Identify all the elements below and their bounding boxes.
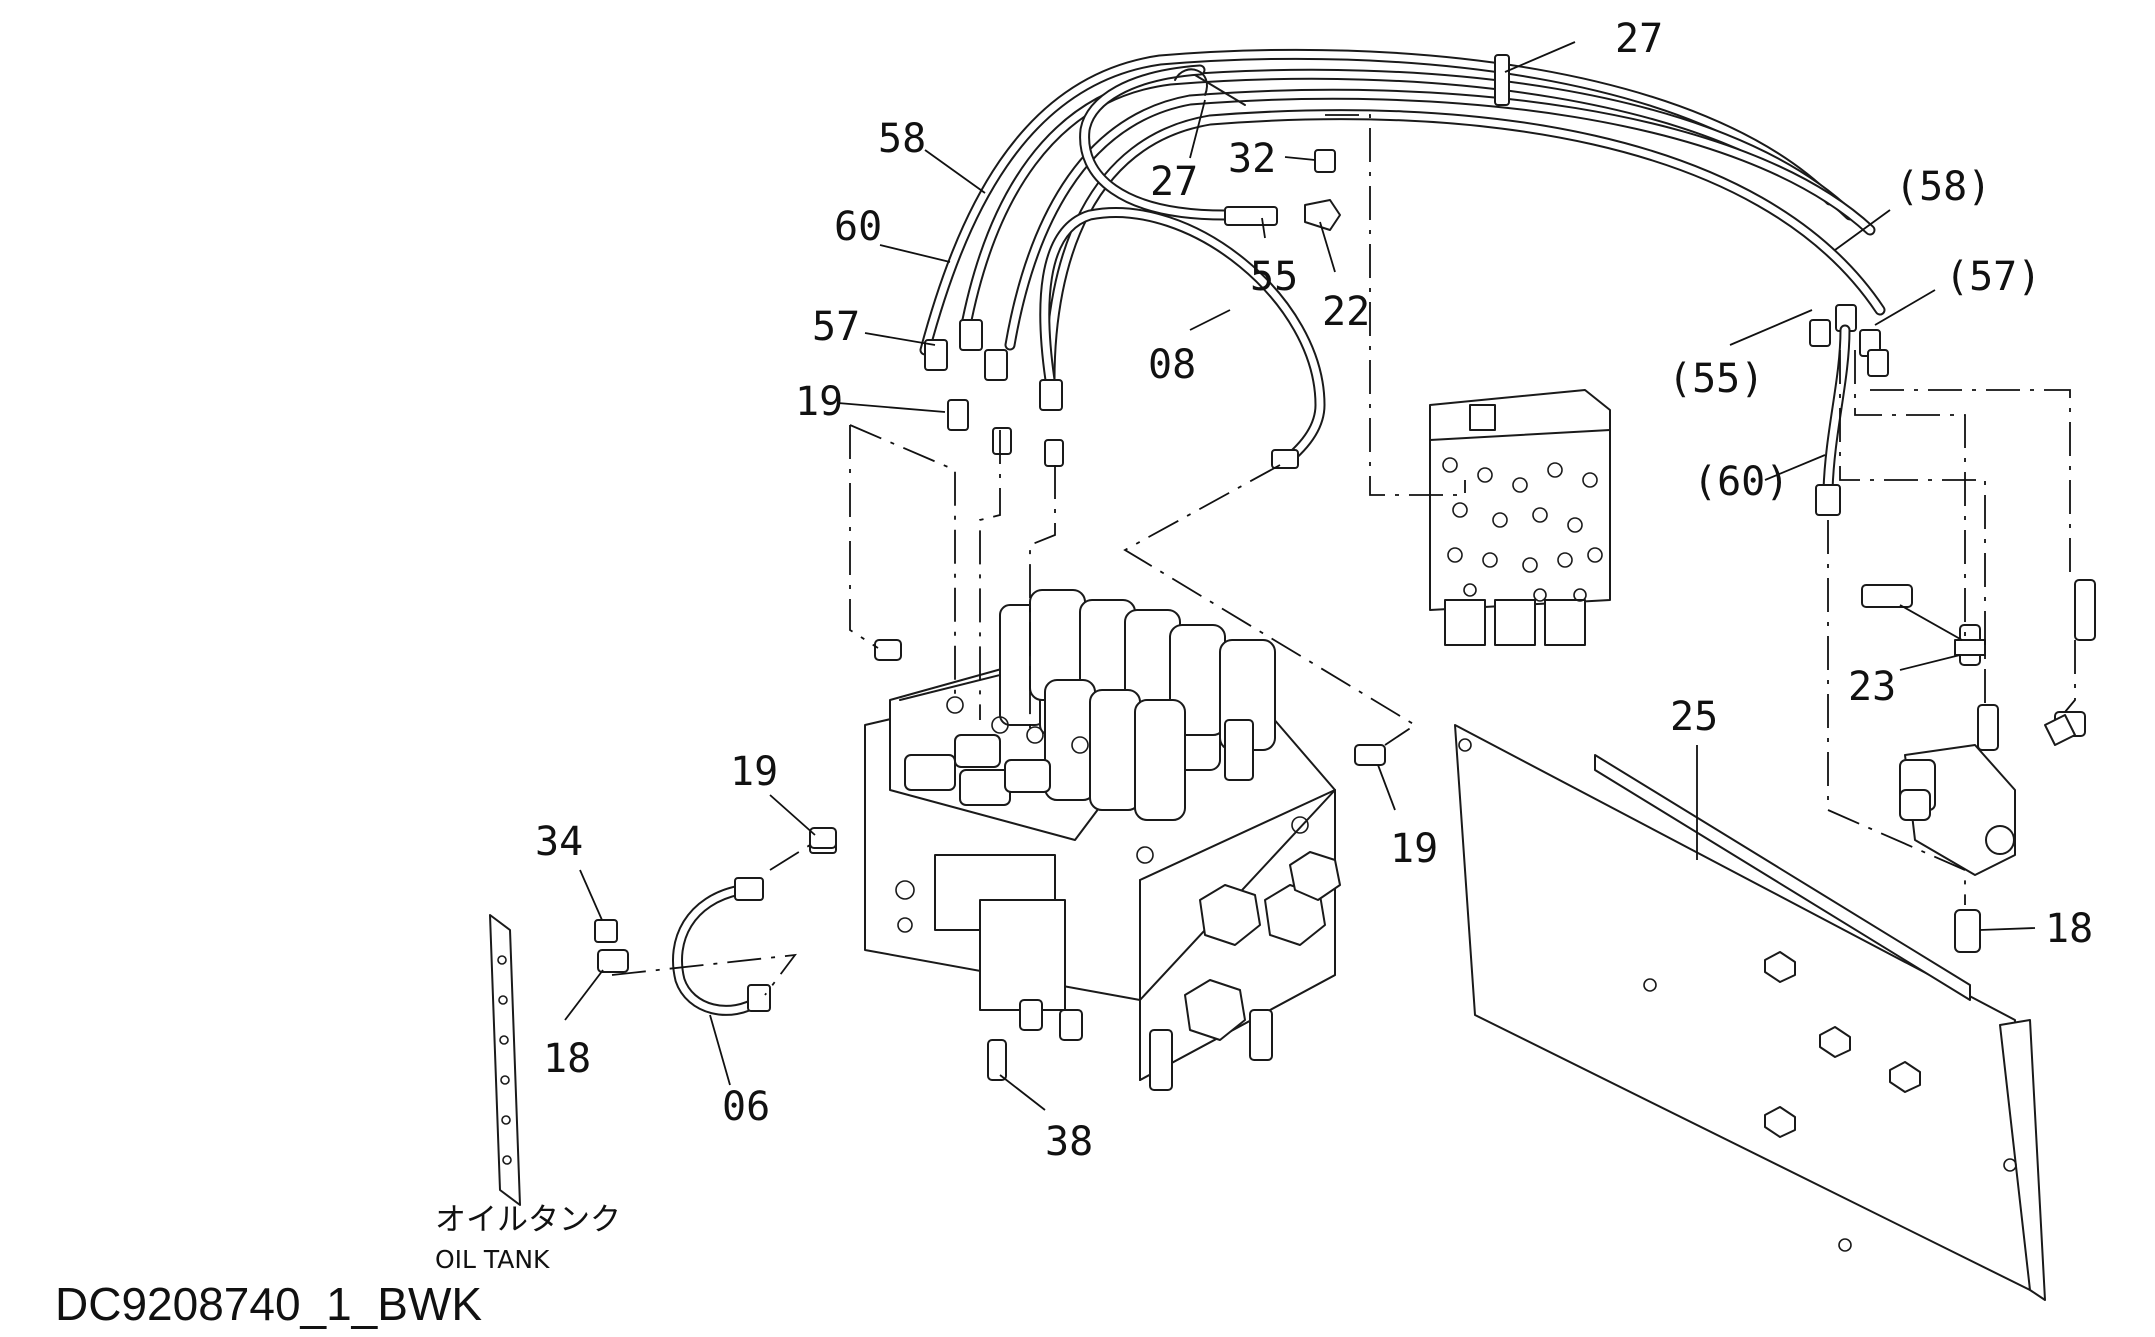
callout-55: 55 — [1250, 254, 1298, 300]
callout-60: 60 — [834, 204, 882, 250]
callout-34: 34 — [535, 819, 583, 865]
fitting-19-top — [874, 639, 902, 661]
callout-25: 25 — [1670, 694, 1718, 740]
callout-23: 23 — [1848, 664, 1896, 710]
oil-tank-plate — [489, 914, 629, 1206]
routing-lines — [611, 114, 2076, 996]
oil-tank-note-en: OIL TANK — [435, 1245, 550, 1274]
callout-18-right: 18 — [2045, 906, 2093, 952]
callout-32: 32 — [1228, 136, 1276, 182]
hose-bundle — [919, 48, 1889, 516]
callout-06: 06 — [722, 1084, 770, 1130]
callout-38: 38 — [1045, 1119, 1093, 1165]
oil-tank-note-jp: オイルタンク — [435, 1202, 621, 1238]
callout-57: 57 — [812, 304, 860, 350]
drawing-code: DC9208740_1_BWK — [55, 1278, 482, 1330]
callout-27-left: 27 — [1150, 159, 1198, 205]
callout-labels: 27 27 58 60 57 19 32 55 22 08 (58) (57) … — [535, 16, 2093, 1165]
callout-19-right: 19 — [1390, 826, 1438, 872]
fitting-19-mid — [809, 827, 837, 849]
fitting-38 — [987, 1039, 1007, 1081]
callout-22: 22 — [1322, 289, 1370, 335]
callout-19-left: 19 — [730, 749, 778, 795]
hose-06 — [672, 834, 837, 1016]
pilot-valve-block — [1429, 389, 1611, 646]
callout-19-top: 19 — [795, 379, 843, 425]
callout-60-ref: (60) — [1693, 459, 1789, 505]
fittings-group-left — [947, 149, 1341, 467]
right-valve-assembly — [1861, 579, 2096, 876]
fitting-19-right — [1354, 744, 1386, 766]
leader-lines — [564, 41, 2036, 1111]
cover-plate — [1454, 724, 2046, 1301]
callout-58: 58 — [878, 116, 926, 162]
callout-57-ref: (57) — [1945, 254, 2041, 300]
control-valve-assembly — [864, 589, 1341, 1091]
callout-08: 08 — [1148, 342, 1196, 388]
fitting-18-right — [1954, 909, 1981, 953]
callout-58-ref: (58) — [1895, 164, 1991, 210]
callout-18-left: 18 — [543, 1036, 591, 1082]
callout-55-ref: (55) — [1668, 356, 1764, 402]
callout-27-top: 27 — [1615, 16, 1663, 62]
